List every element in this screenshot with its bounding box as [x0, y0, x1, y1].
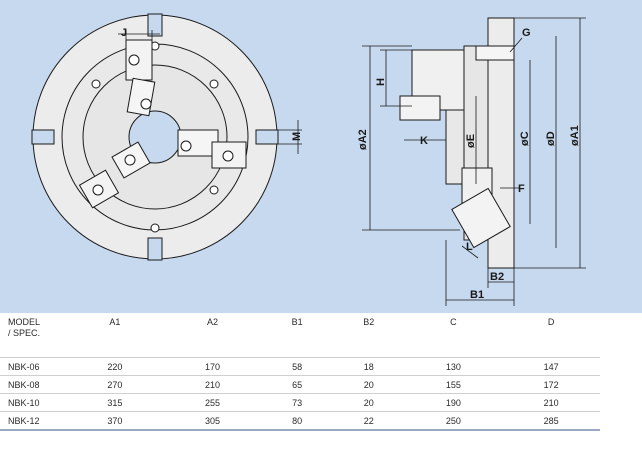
technical-drawing: J M	[0, 0, 642, 313]
dim-label-c: øC	[519, 131, 531, 146]
cell-a2: 210	[163, 375, 262, 394]
header-b2: B2	[363, 317, 375, 327]
jaw-right	[177, 129, 247, 169]
cell-b1: 58	[261, 357, 333, 376]
mount-hole	[150, 223, 160, 233]
header-b1: B1	[291, 317, 303, 327]
cell-c: 130	[404, 357, 503, 376]
header-model: MODEL/ SPEC.	[0, 313, 66, 358]
jaw-left	[78, 141, 151, 209]
spec-table-section: MODEL/ SPEC. A1 A2 B1 B2 C D NBK-06 220 …	[0, 313, 600, 431]
header-a2: A2	[207, 317, 219, 327]
header-a1: A1	[109, 317, 121, 327]
cell-b1: 80	[261, 411, 333, 431]
cell-a2: 170	[163, 357, 262, 376]
cell-a1: 370	[66, 411, 164, 431]
side-view	[399, 17, 515, 269]
side-bolt	[475, 45, 515, 61]
dim-label-b1: B1	[470, 289, 484, 301]
dim-label-d: øD	[545, 131, 557, 146]
cell-b2: 20	[332, 375, 405, 394]
row-model: NBK-08	[0, 375, 66, 394]
cell-d: 172	[502, 375, 600, 394]
slot-left	[31, 129, 55, 145]
cell-a2: 305	[163, 411, 262, 431]
cell-a2: 255	[163, 393, 262, 412]
spec-table-header: MODEL/ SPEC. A1 A2 B1 B2 C D	[0, 313, 600, 358]
slot-top	[147, 13, 163, 37]
table-row: NBK-06 220 170 58 18 130 147	[0, 357, 600, 376]
dim-label-j: J	[121, 27, 127, 39]
dim-label-k: K	[420, 135, 428, 147]
side-jaw-step	[399, 95, 441, 121]
cell-a1: 220	[66, 357, 164, 376]
side-jaw-tilted	[451, 187, 511, 249]
header-d: D	[547, 317, 555, 327]
table-row: NBK-10 315 255 73 20 190 210	[0, 393, 600, 412]
chuck-drawing-svg: J M	[31, 13, 586, 306]
table-row: NBK-08 270 210 65 20 155 172	[0, 375, 600, 394]
dim-label-m: M	[291, 132, 303, 141]
mount-hole	[91, 79, 101, 89]
cell-d: 285	[502, 411, 600, 431]
mount-hole	[209, 185, 219, 195]
dim-label-h: H	[375, 78, 387, 86]
header-model-line2: / SPEC.	[8, 328, 41, 338]
cell-b2: 18	[332, 357, 405, 376]
dim-label-g: G	[522, 27, 531, 39]
cell-d: 147	[502, 357, 600, 376]
dim-label-a1: øA1	[569, 125, 581, 146]
row-model: NBK-10	[0, 393, 66, 412]
cell-b2: 22	[332, 411, 405, 431]
row-model: NBK-12	[0, 411, 66, 431]
slot-right	[255, 129, 279, 145]
header-model-line1: MODEL	[8, 317, 41, 327]
dim-label-l: L	[466, 241, 473, 253]
row-model: NBK-06	[0, 357, 66, 376]
dim-label-f: F	[518, 183, 525, 195]
dim-label-b2: B2	[490, 271, 504, 283]
jaw-top	[125, 39, 156, 117]
cell-a1: 315	[66, 393, 164, 412]
cell-b2: 20	[332, 393, 405, 412]
front-dimensions	[118, 30, 302, 154]
cell-d: 210	[502, 393, 600, 412]
side-dimensions	[362, 17, 586, 306]
header-c: C	[450, 317, 457, 327]
cell-c: 250	[404, 411, 503, 431]
slot-bottom	[147, 237, 163, 261]
table-row: NBK-12 370 305 80 22 250 285	[0, 411, 600, 431]
cell-b1: 73	[261, 393, 333, 412]
mount-hole	[209, 79, 219, 89]
cell-c: 190	[404, 393, 503, 412]
cell-a1: 270	[66, 375, 164, 394]
cell-b1: 65	[261, 375, 333, 394]
dim-label-a2: øA2	[357, 129, 369, 150]
front-view	[31, 13, 279, 261]
cell-c: 155	[404, 375, 503, 394]
dim-label-e: øE	[465, 134, 477, 148]
spec-table: MODEL/ SPEC. A1 A2 B1 B2 C D NBK-06 220 …	[0, 313, 600, 431]
